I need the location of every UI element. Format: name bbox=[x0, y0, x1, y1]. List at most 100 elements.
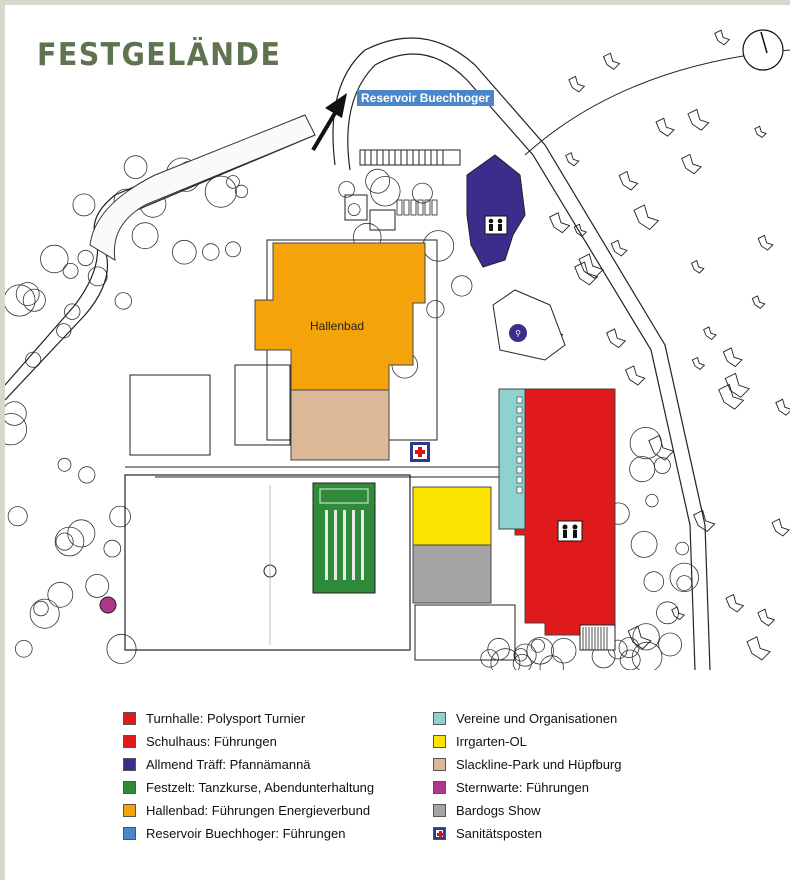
legend-label: Sanitätsposten bbox=[456, 826, 543, 841]
parking-slot bbox=[410, 199, 417, 216]
legend-item: Slackline-Park und Hüpfburg bbox=[433, 753, 621, 776]
kiosk bbox=[369, 209, 396, 231]
table bbox=[361, 510, 364, 580]
forest-shape bbox=[687, 108, 710, 131]
legend-item: Sternwarte: Führungen bbox=[433, 776, 621, 799]
legend-item: Sanitätsposten bbox=[433, 822, 621, 845]
legend-label: Bardogs Show bbox=[456, 803, 541, 818]
tree bbox=[109, 505, 131, 528]
forest-shape bbox=[757, 234, 774, 251]
legend-label: Allmend Träff: Pfannämannä bbox=[146, 757, 311, 772]
reservoir-label[interactable]: Reservoir Buechhoger bbox=[357, 90, 494, 106]
forest-shape bbox=[573, 223, 588, 237]
forest-shape bbox=[754, 125, 767, 139]
forest-shape bbox=[624, 365, 646, 386]
forest-shape bbox=[578, 253, 604, 279]
forest-shape bbox=[633, 204, 660, 231]
first-aid-icon bbox=[433, 827, 446, 840]
irrgarten-area bbox=[412, 486, 492, 546]
tree bbox=[347, 203, 361, 217]
forest-shape bbox=[751, 295, 766, 309]
forest-shape bbox=[655, 117, 675, 137]
table bbox=[352, 510, 355, 580]
tree bbox=[451, 275, 473, 297]
legend-column-right: Vereine und Organisationen Irrgarten-OL … bbox=[433, 707, 621, 845]
tree bbox=[57, 457, 72, 472]
forest-shape bbox=[771, 518, 790, 537]
parking-slot bbox=[417, 199, 424, 216]
forest-shape bbox=[691, 356, 706, 370]
legend-swatch bbox=[433, 781, 446, 794]
north-compass-icon bbox=[742, 29, 784, 71]
tree bbox=[365, 168, 391, 194]
bardogs-area bbox=[412, 544, 492, 604]
parking-slot bbox=[396, 199, 403, 216]
forest-shape bbox=[690, 259, 705, 274]
legend-label: Schulhaus: Führungen bbox=[146, 734, 277, 749]
tree bbox=[202, 243, 220, 261]
legend-item: Bardogs Show bbox=[433, 799, 621, 822]
stairs bbox=[359, 149, 608, 650]
page-title: FESTGELÄNDE bbox=[37, 37, 282, 73]
tree bbox=[54, 526, 85, 557]
turnhalle-building bbox=[514, 388, 616, 636]
allmend-building bbox=[466, 154, 526, 268]
legend-swatch bbox=[433, 712, 446, 725]
restroom-icon bbox=[557, 520, 583, 542]
bike-parking bbox=[492, 289, 566, 361]
legend-label: Slackline-Park und Hüpfburg bbox=[456, 757, 622, 772]
tree bbox=[658, 632, 682, 657]
ramp bbox=[89, 114, 316, 261]
legend-label: Festzelt: Tanzkurse, Abendunterhaltung bbox=[146, 780, 375, 795]
slackline-area bbox=[290, 389, 390, 461]
tree bbox=[106, 633, 137, 664]
stand bbox=[516, 426, 523, 434]
forest-shape bbox=[693, 509, 716, 533]
tree bbox=[526, 637, 554, 665]
tree bbox=[490, 648, 521, 670]
tree bbox=[669, 562, 700, 593]
tree bbox=[426, 300, 445, 319]
site-map[interactable]: ⚲ bbox=[5, 5, 790, 670]
reservoir-arrow-icon bbox=[311, 93, 347, 152]
tree bbox=[618, 637, 640, 658]
tree bbox=[14, 639, 33, 658]
stand bbox=[516, 396, 523, 404]
tree bbox=[411, 182, 433, 204]
stand bbox=[516, 406, 523, 414]
tennis-court bbox=[129, 374, 211, 456]
tree bbox=[15, 282, 40, 306]
legend-item: Hallenbad: Führungen Energieverbund bbox=[123, 799, 374, 822]
tree bbox=[630, 531, 658, 558]
tree bbox=[62, 262, 79, 279]
tree bbox=[551, 638, 577, 664]
tree bbox=[619, 649, 641, 670]
tree bbox=[632, 623, 660, 651]
legend-label: Vereine und Organisationen bbox=[456, 711, 618, 726]
tree bbox=[5, 413, 28, 446]
vereine-stands bbox=[516, 396, 523, 494]
tree bbox=[656, 601, 679, 625]
forest-shape bbox=[714, 29, 731, 46]
forest-shape bbox=[574, 261, 599, 286]
table bbox=[325, 510, 328, 580]
stair-frame bbox=[359, 149, 461, 166]
forest-shape bbox=[757, 608, 776, 627]
tree bbox=[225, 241, 241, 258]
tree bbox=[87, 266, 108, 287]
stand bbox=[516, 476, 523, 484]
legend-swatch bbox=[123, 712, 136, 725]
legend-swatch bbox=[433, 735, 446, 748]
tree bbox=[480, 649, 499, 668]
tree bbox=[645, 493, 659, 508]
forest-shape bbox=[724, 372, 751, 398]
tree bbox=[226, 175, 240, 189]
tree bbox=[40, 244, 69, 274]
tree bbox=[114, 292, 133, 310]
hallenbad-label[interactable]: Hallenbad bbox=[310, 319, 365, 333]
legend-label: Reservoir Buechhoger: Führungen bbox=[146, 826, 346, 841]
tent-tables bbox=[319, 488, 369, 580]
tree bbox=[513, 643, 537, 667]
legend-item: Reservoir Buechhoger: Führungen bbox=[123, 822, 374, 845]
tree bbox=[370, 175, 401, 207]
